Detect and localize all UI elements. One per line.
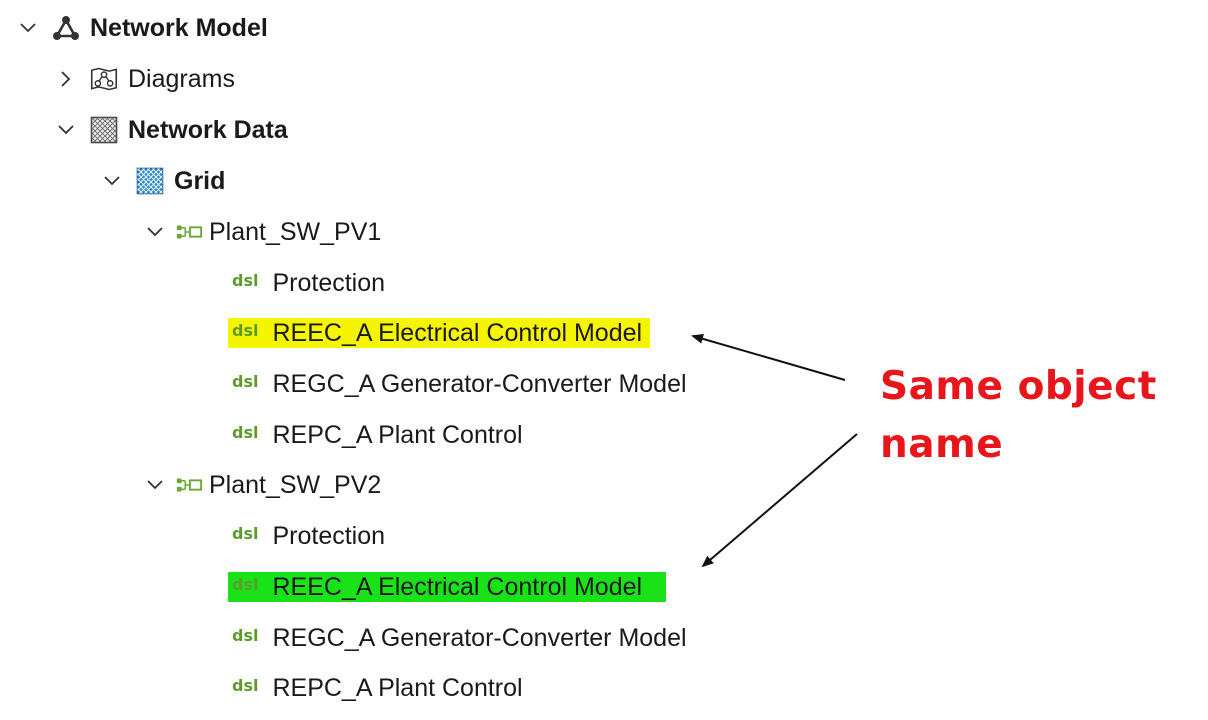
tree-node-label: Diagrams bbox=[128, 64, 235, 93]
chevron-down-icon[interactable] bbox=[14, 8, 42, 48]
arrow-to-pv1 bbox=[691, 333, 846, 381]
network-data-icon bbox=[90, 116, 118, 144]
chevron-right-icon[interactable] bbox=[52, 59, 80, 99]
tree-node-dsl-highlighted[interactable]: dsl REEC_A Electrical Control Model bbox=[228, 313, 651, 353]
chevron-down-icon[interactable] bbox=[98, 161, 126, 201]
chevron-down-icon[interactable] bbox=[52, 110, 80, 150]
tree-node-dsl-highlighted[interactable]: dsl REEC_A Electrical Control Model bbox=[228, 567, 667, 607]
highlight-green: dsl REEC_A Electrical Control Model bbox=[228, 572, 667, 602]
tree-node-label: REPC_A Plant Control bbox=[272, 673, 523, 702]
tree-node-plant[interactable]: Plant_SW_PV2 bbox=[141, 465, 381, 505]
dsl-icon: dsl bbox=[232, 574, 259, 594]
tree-node-label: Grid bbox=[174, 166, 226, 195]
tree-node-dsl[interactable]: dsl REPC_A Plant Control bbox=[232, 415, 523, 455]
tree-node-label: REPC_A Plant Control bbox=[272, 420, 523, 449]
tree-node-diagrams[interactable]: Diagrams bbox=[52, 59, 235, 99]
tree-node-label: Plant_SW_PV2 bbox=[209, 470, 382, 499]
chevron-down-icon[interactable] bbox=[141, 212, 169, 252]
highlight-yellow: dsl REEC_A Electrical Control Model bbox=[228, 318, 651, 348]
tree-node-label: REGC_A Generator-Converter Model bbox=[272, 623, 687, 652]
diagrams-icon bbox=[90, 65, 118, 93]
tree-node-label: Protection bbox=[272, 521, 386, 550]
annotation-text: Same object name bbox=[880, 364, 1157, 467]
tree-node-dsl[interactable]: dsl REPC_A Plant Control bbox=[232, 668, 523, 708]
tree-node-dsl[interactable]: dsl REGC_A Generator-Converter Model bbox=[232, 364, 687, 404]
tree-node-label: Network Model bbox=[90, 13, 268, 42]
plant-icon bbox=[175, 471, 203, 499]
tree-node-network-data[interactable]: Network Data bbox=[52, 110, 288, 150]
dsl-icon: dsl bbox=[232, 270, 259, 290]
dsl-icon: dsl bbox=[232, 422, 259, 442]
dsl-icon: dsl bbox=[232, 320, 259, 340]
tree-node-dsl[interactable]: dsl Protection bbox=[232, 263, 385, 303]
arrow-to-pv2 bbox=[701, 433, 858, 568]
dsl-icon: dsl bbox=[232, 675, 259, 695]
plant-icon bbox=[175, 218, 203, 246]
tree-node-label: REEC_A Electrical Control Model bbox=[272, 572, 643, 601]
tree-node-network-model[interactable]: Network Model bbox=[14, 8, 268, 48]
network-model-icon bbox=[52, 14, 80, 42]
tree-node-label: Network Data bbox=[128, 115, 288, 144]
tree-node-plant[interactable]: Plant_SW_PV1 bbox=[141, 212, 381, 252]
tree-node-dsl[interactable]: dsl Protection bbox=[232, 516, 385, 556]
tree-node-label: Protection bbox=[272, 268, 386, 297]
tree-node-dsl[interactable]: dsl REGC_A Generator-Converter Model bbox=[232, 618, 687, 658]
tree-node-label: REEC_A Electrical Control Model bbox=[272, 318, 643, 347]
dsl-icon: dsl bbox=[232, 625, 259, 645]
grid-icon bbox=[136, 167, 164, 195]
tree-node-grid[interactable]: Grid bbox=[98, 161, 225, 201]
dsl-icon: dsl bbox=[232, 371, 259, 391]
tree-node-label: Plant_SW_PV1 bbox=[209, 217, 382, 246]
dsl-icon: dsl bbox=[232, 523, 259, 543]
tree-node-label: REGC_A Generator-Converter Model bbox=[272, 369, 687, 398]
chevron-down-icon[interactable] bbox=[141, 465, 169, 505]
